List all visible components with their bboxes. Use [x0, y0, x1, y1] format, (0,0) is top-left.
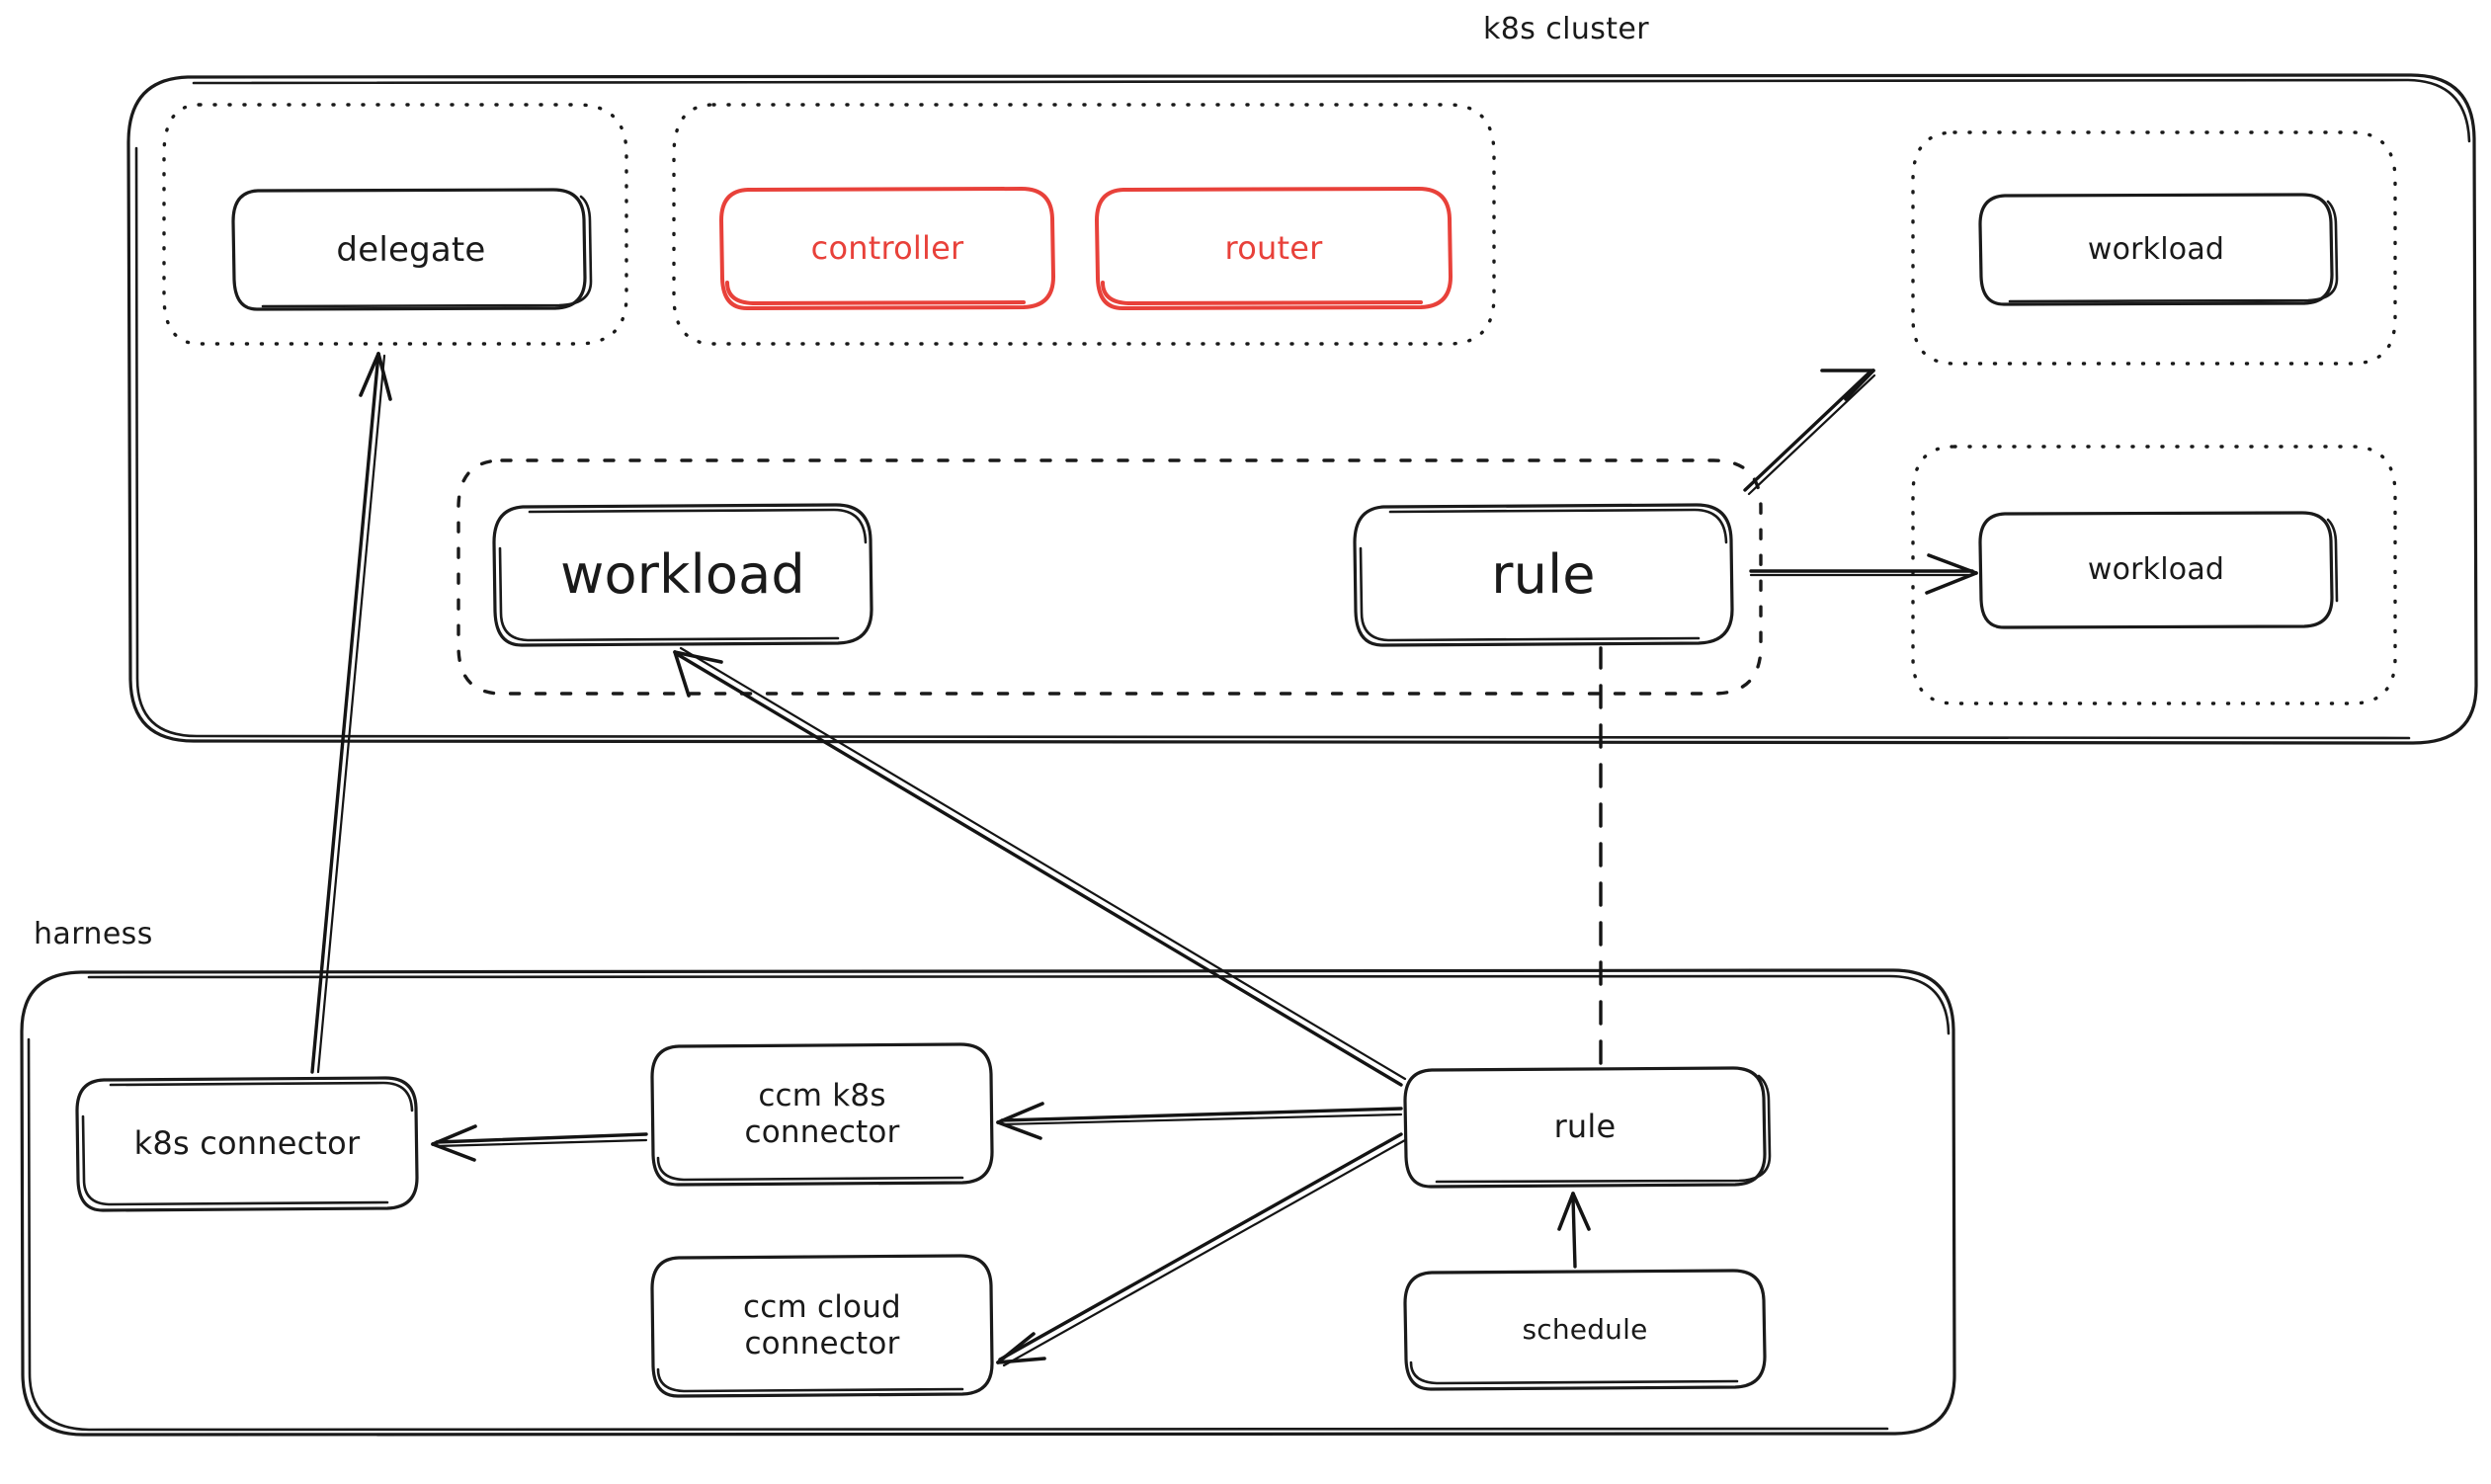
edge-ruleharness-to-workload-midleft — [673, 646, 1407, 1087]
node-workload-mid-left[interactable] — [494, 505, 872, 645]
k8s-cluster-container-border — [126, 73, 2478, 745]
edge-ruleharness-to-ccm-cloud-connector — [996, 1132, 1407, 1367]
node-delegate-shape — [231, 188, 593, 311]
edge-schedule-to-rule-harness — [1557, 1192, 1591, 1269]
k8s-cluster-title: k8s cluster — [1482, 12, 1650, 46]
harness-container-border — [20, 968, 1956, 1437]
node-ccm-k8s-connector-shape — [650, 1042, 994, 1187]
node-rule-harness[interactable] — [1405, 1068, 1769, 1187]
edge-k8sconnector-to-delegate — [310, 352, 392, 1074]
node-router-shape — [1095, 187, 1453, 310]
node-rule-harness-shape — [1403, 1066, 1772, 1189]
edge-rule-to-workload-top-right — [1743, 369, 1876, 496]
node-controller[interactable] — [721, 189, 1053, 308]
node-workload-top-right-shape — [1978, 193, 2339, 306]
node-controller-shape — [719, 187, 1055, 310]
group-workload-top-right-border — [1911, 130, 2397, 366]
node-k8s-connector-shape — [75, 1076, 419, 1212]
node-router[interactable] — [1097, 189, 1451, 308]
node-k8s-connector[interactable] — [77, 1078, 417, 1210]
node-workload-top-right[interactable] — [1980, 195, 2337, 304]
edge-ccm-k8s-to-k8s-connector — [431, 1124, 648, 1162]
node-ccm-cloud-connector[interactable] — [652, 1256, 992, 1396]
node-rule-cluster[interactable] — [1355, 505, 1732, 645]
node-ccm-k8s-connector[interactable] — [652, 1044, 992, 1185]
edge-rule-to-workload-mid-right — [1749, 553, 1978, 595]
node-workload-mid-right-shape — [1978, 511, 2339, 629]
node-rule-cluster-shape — [1353, 503, 1734, 647]
node-ccm-cloud-connector-shape — [650, 1254, 994, 1398]
node-delegate[interactable] — [233, 190, 591, 310]
edge-ruleharness-to-ccm-k8s-connector — [996, 1102, 1403, 1140]
node-workload-mid-left-shape — [492, 503, 873, 647]
node-workload-mid-right[interactable] — [1980, 513, 2337, 627]
group-controller-router-border — [672, 103, 1496, 346]
node-schedule[interactable] — [1405, 1271, 1765, 1389]
node-schedule-shape — [1403, 1269, 1767, 1391]
harness-title: harness — [34, 917, 153, 951]
